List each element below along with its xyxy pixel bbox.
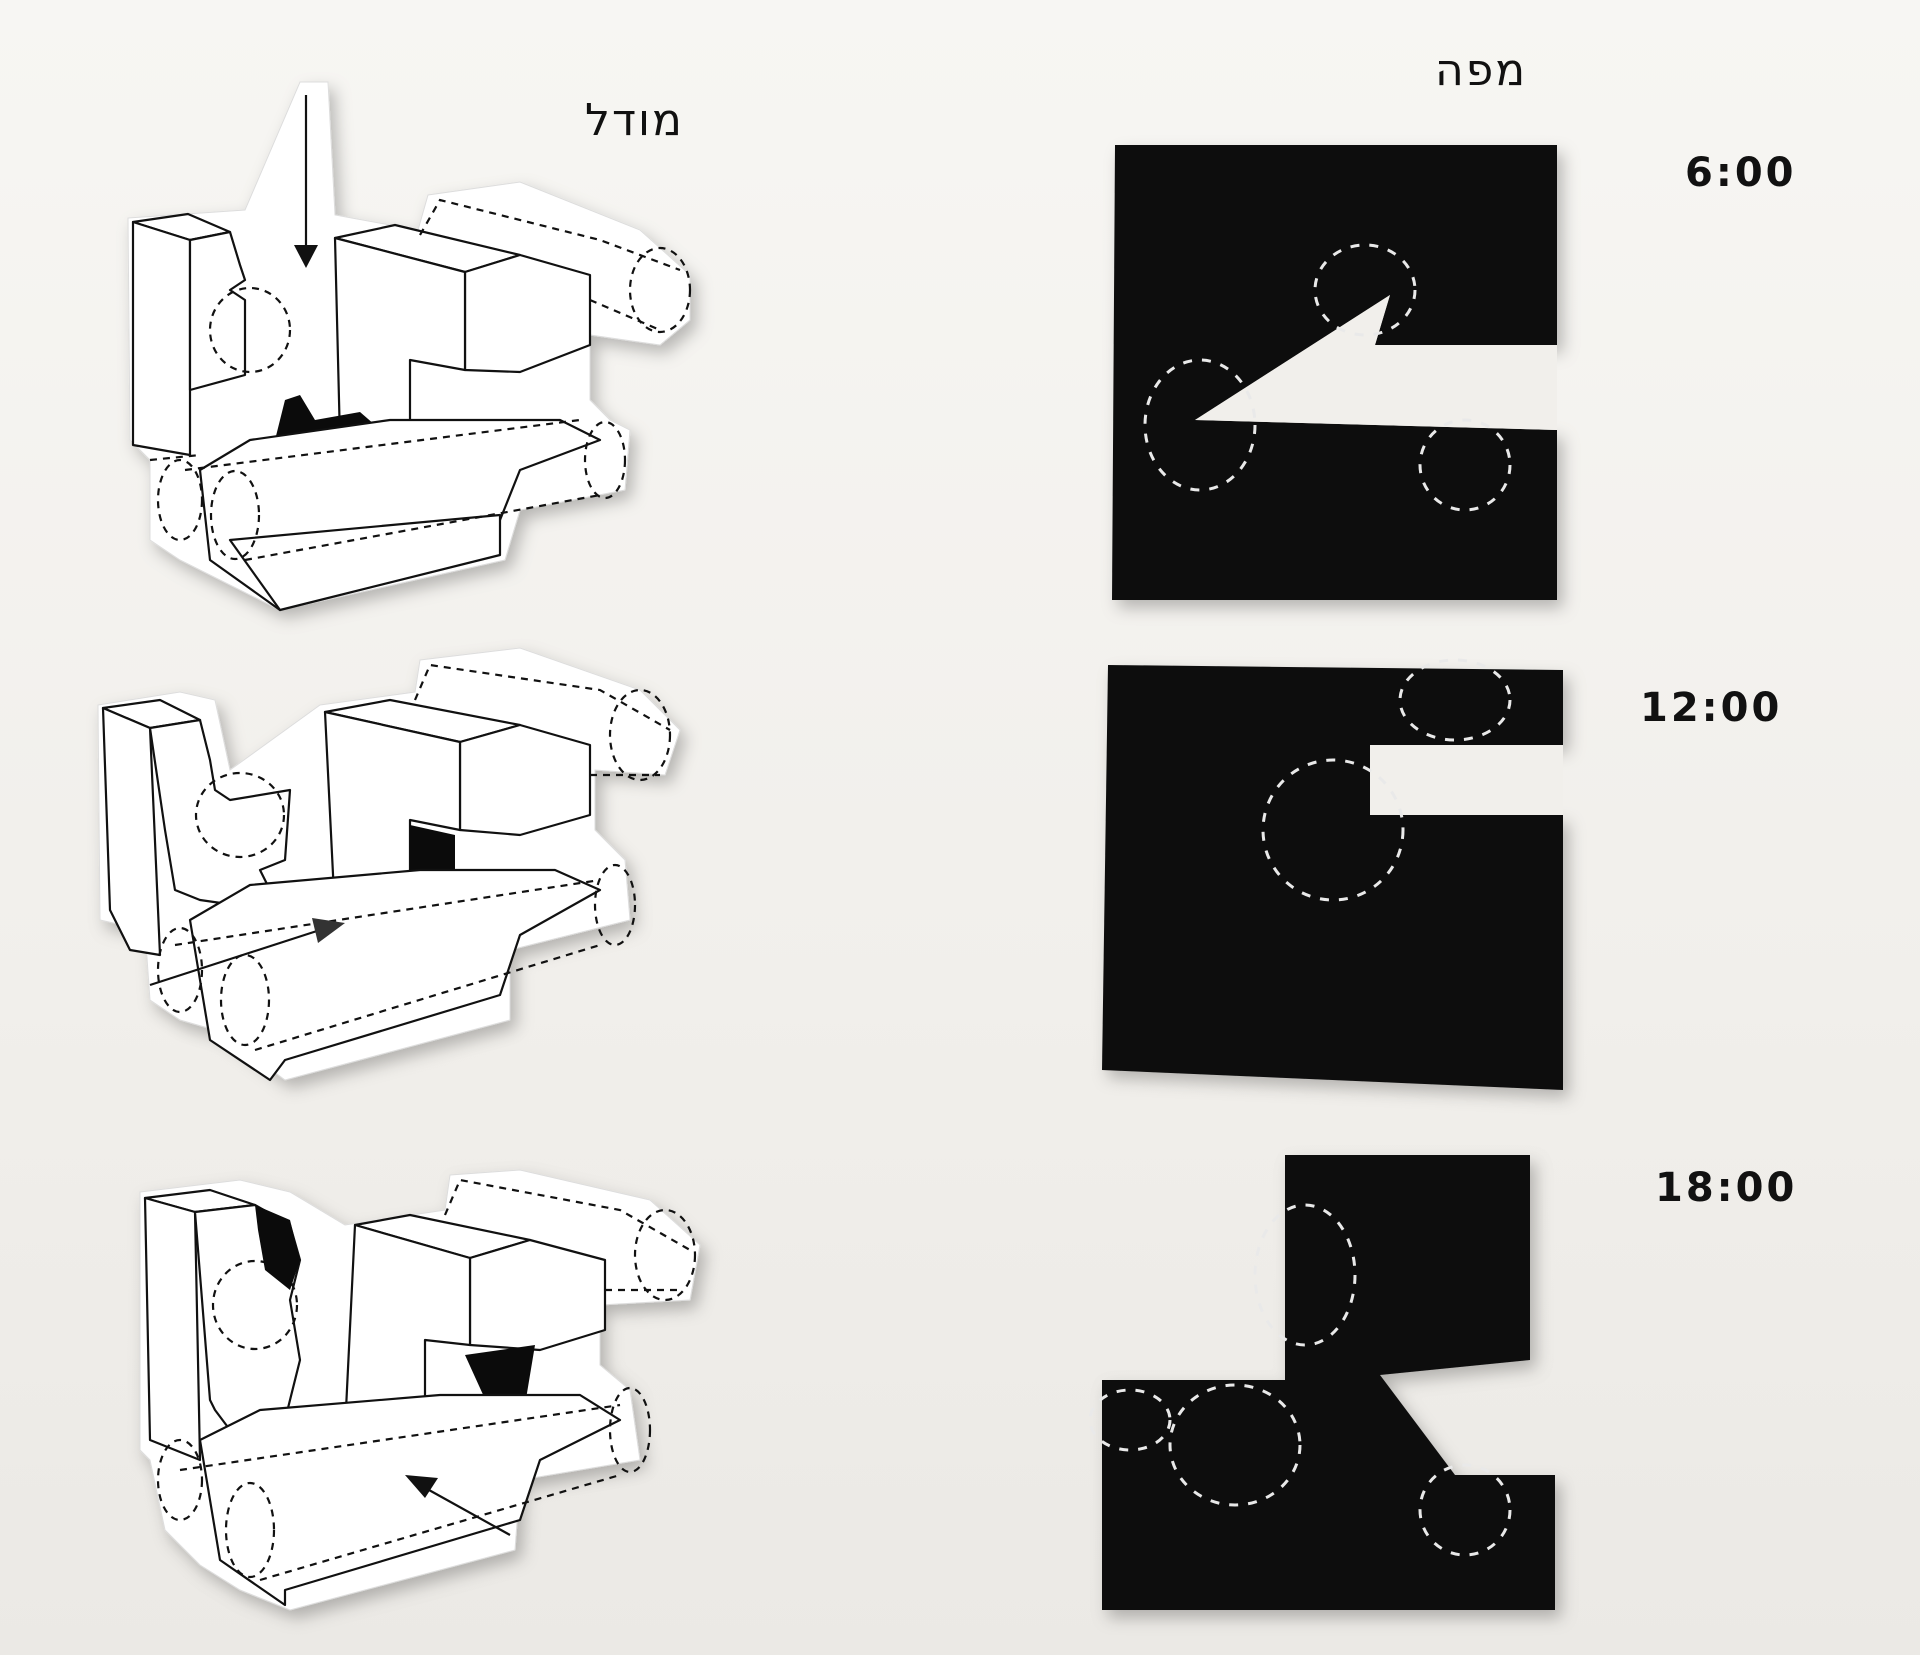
time-label-6: 6:00 — [1685, 150, 1797, 196]
map-cutout-6 — [1112, 145, 1557, 600]
time-label-18: 18:00 — [1655, 1165, 1798, 1211]
model-header: מודל — [585, 95, 684, 146]
model-diagram-6 — [127, 81, 692, 612]
map-cutout-12 — [1102, 658, 1563, 1090]
map-cutout-18 — [1088, 1155, 1555, 1610]
model-diagram-18 — [139, 1169, 701, 1611]
time-label-12: 12:00 — [1640, 685, 1783, 731]
map-header: מפה — [1435, 45, 1528, 96]
model-diagram-12 — [97, 647, 681, 1082]
